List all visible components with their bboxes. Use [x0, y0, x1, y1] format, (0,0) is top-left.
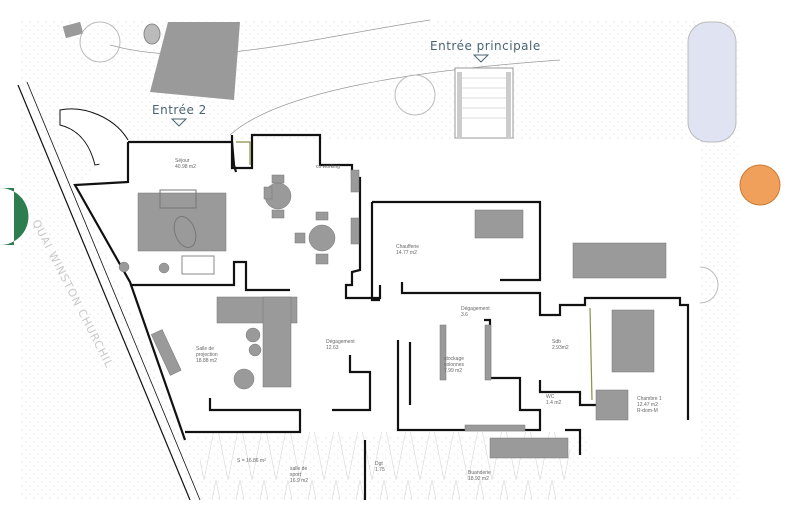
building-floor: [75, 140, 700, 455]
street-edge: [17, 84, 191, 501]
entrance-main-label: Entrée principale: [430, 39, 541, 53]
terrace-block: [150, 22, 240, 100]
arrow-down-icon: [170, 118, 188, 127]
street-edge: [26, 81, 201, 501]
nav-right-icon[interactable]: [739, 164, 781, 206]
main-stairs: [454, 67, 514, 139]
tree-icon: [394, 74, 436, 116]
path-curve: [109, 19, 561, 136]
pot: [143, 23, 161, 45]
furniture: [118, 169, 667, 459]
walls: [73, 133, 690, 500]
entrance-2-label: Entrée 2: [152, 103, 207, 117]
pool: [687, 21, 737, 143]
area-note: S = 16.86 m²: [237, 458, 266, 464]
nav-left-icon[interactable]: [0, 188, 29, 245]
tree-icon: [79, 21, 121, 63]
shed: [62, 21, 84, 39]
room-label: co working: [316, 164, 340, 170]
arrow-down-icon: [472, 54, 490, 63]
